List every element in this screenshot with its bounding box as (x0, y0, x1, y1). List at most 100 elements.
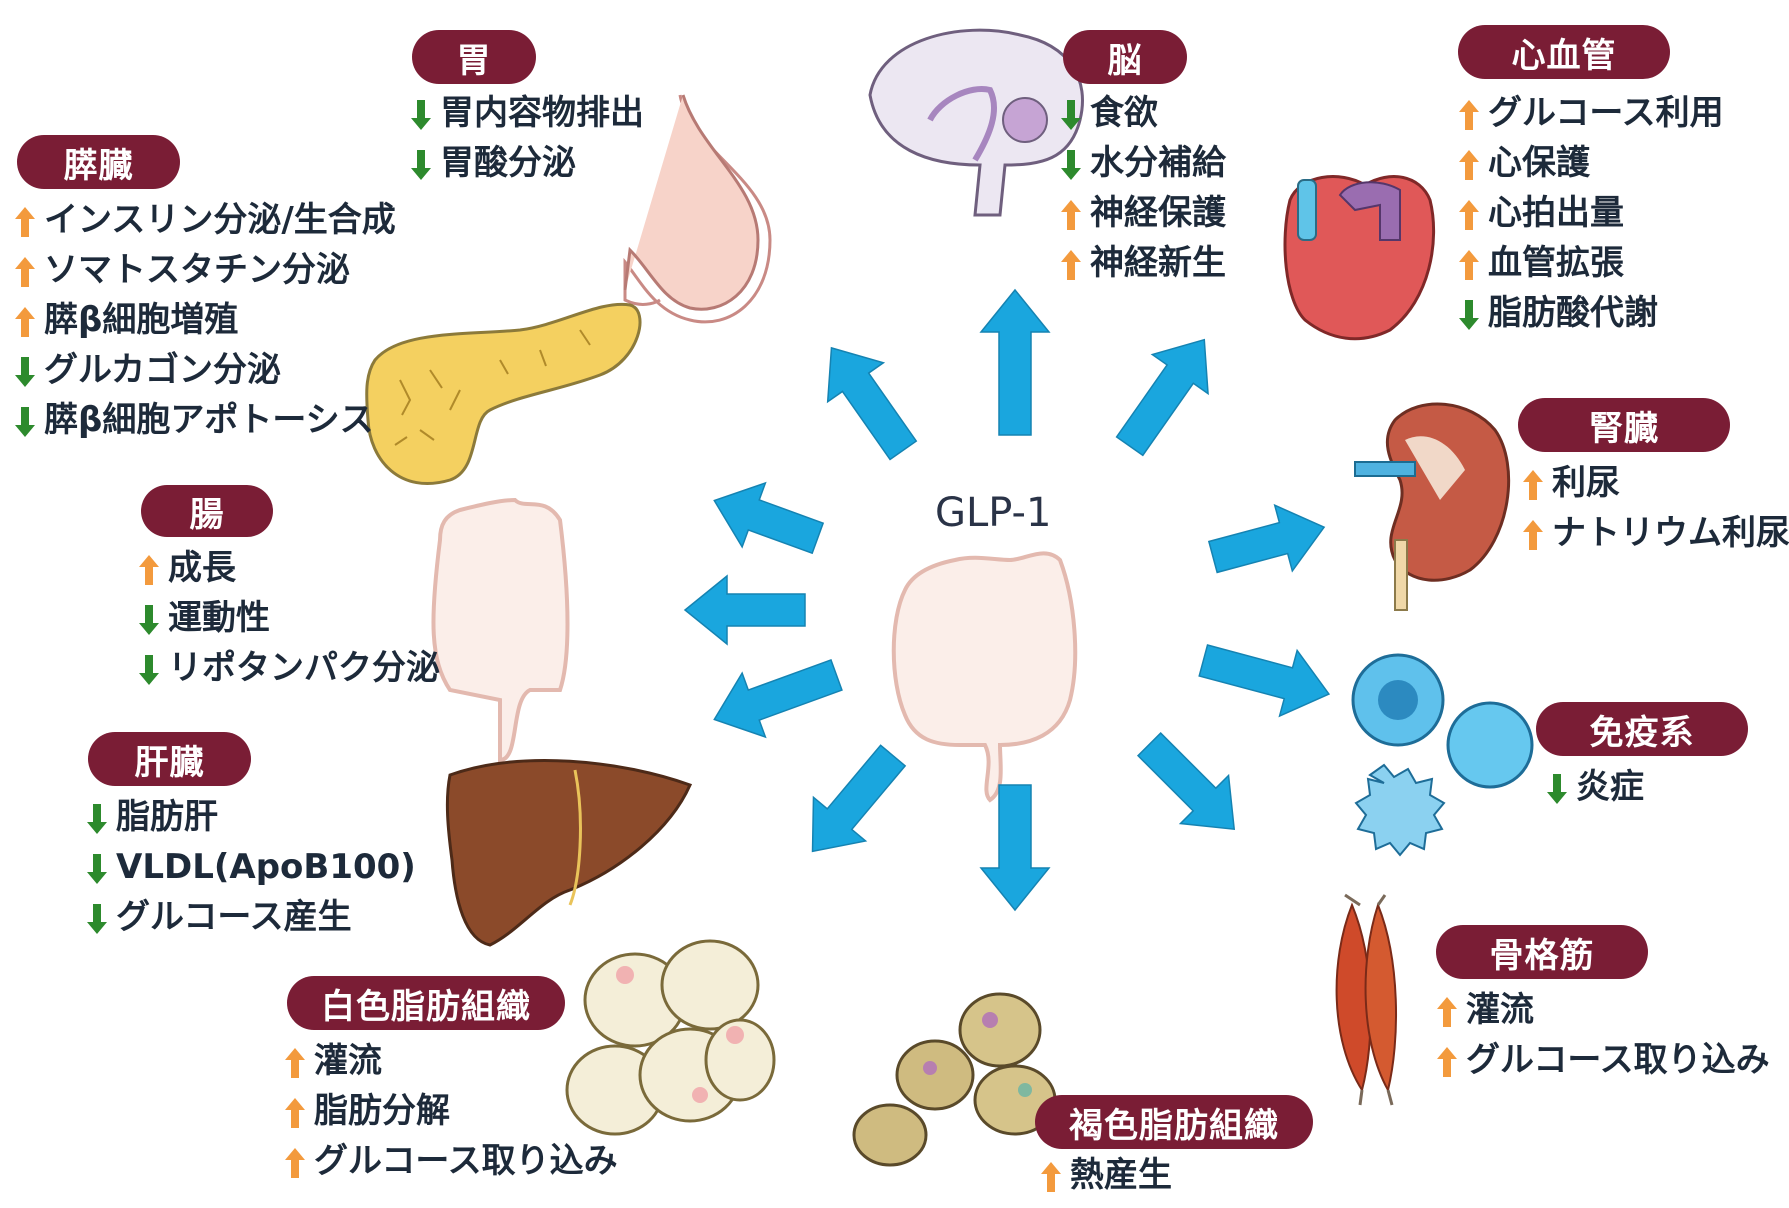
list-item: 熱産生 (1040, 1150, 1172, 1200)
list-immune: 炎症 (1546, 762, 1644, 812)
radial-arrow (685, 576, 805, 644)
list-item: 膵β細胞増殖 (14, 295, 396, 345)
list-brain: 食欲 水分補給 神経保護 神経新生 (1060, 88, 1226, 288)
item-text: グルカゴン分泌 (44, 345, 281, 395)
increase-arrow-icon (1458, 146, 1480, 180)
decrease-arrow-icon (14, 403, 36, 437)
list-item: 灌流 (1436, 985, 1770, 1035)
item-text: 脂肪酸代謝 (1488, 288, 1658, 338)
radial-arrow (786, 734, 918, 873)
badge-brain: 脳 (1063, 30, 1187, 84)
list-item: 利尿 (1522, 458, 1789, 508)
list-skeletal-muscle: 灌流 グルコース取り込み (1436, 985, 1770, 1085)
list-liver: 脂肪肝 VLDL(ApoB100) グルコース産生 (86, 792, 416, 942)
list-item: 脂肪分解 (284, 1086, 618, 1136)
list-item: 血管拡張 (1458, 238, 1724, 288)
list-item: 心保護 (1458, 138, 1724, 188)
increase-arrow-icon (284, 1144, 306, 1178)
radial-arrow (804, 328, 931, 469)
list-item: 胃酸分泌 (410, 138, 644, 188)
item-text: 運動性 (168, 593, 270, 643)
list-item: グルコース産生 (86, 892, 416, 942)
list-white-fat: 灌流 脂肪分解 グルコース取り込み (284, 1036, 618, 1186)
badge-kidney: 腎臓 (1518, 398, 1730, 452)
item-text: リポタンパク分泌 (168, 643, 440, 693)
item-text: 胃酸分泌 (440, 138, 576, 188)
list-item: 胃内容物排出 (410, 88, 644, 138)
badge-white-fat: 白色脂肪組織 (287, 976, 565, 1030)
radial-arrow (1125, 720, 1258, 853)
decrease-arrow-icon (1060, 96, 1082, 130)
decrease-arrow-icon (1458, 296, 1480, 330)
item-text: VLDL(ApoB100) (116, 842, 416, 892)
item-text: 炎症 (1576, 762, 1644, 812)
item-text: 血管拡張 (1488, 238, 1624, 288)
item-text: グルコース産生 (116, 892, 352, 942)
item-text: 利尿 (1552, 458, 1620, 508)
list-stomach: 胃内容物排出 胃酸分泌 (410, 88, 644, 188)
item-text: グルコース取り込み (314, 1136, 618, 1186)
list-item: インスリン分泌/生合成 (14, 195, 396, 245)
list-item: ソマトスタチン分泌 (14, 245, 396, 295)
list-item: グルコース取り込み (1436, 1035, 1770, 1085)
list-item: 脂肪肝 (86, 792, 416, 842)
list-cardiovascular: グルコース利用 心保護 心拍出量 血管拡張 脂肪酸代謝 (1458, 88, 1724, 338)
list-item: 食欲 (1060, 88, 1226, 138)
increase-arrow-icon (1436, 1043, 1458, 1077)
list-item: 灌流 (284, 1036, 618, 1086)
increase-arrow-icon (284, 1044, 306, 1078)
item-text: 成長 (168, 543, 236, 593)
item-text: グルコース利用 (1488, 88, 1724, 138)
increase-arrow-icon (14, 203, 36, 237)
badge-intestine: 腸 (141, 485, 273, 537)
list-item: リポタンパク分泌 (138, 643, 440, 693)
increase-arrow-icon (1522, 516, 1544, 550)
badge-immune: 免疫系 (1536, 702, 1748, 756)
decrease-arrow-icon (410, 146, 432, 180)
decrease-arrow-icon (410, 96, 432, 130)
list-item: グルコース取り込み (284, 1136, 618, 1186)
decrease-arrow-icon (1060, 146, 1082, 180)
increase-arrow-icon (1040, 1158, 1062, 1192)
center-label: GLP-1 (935, 490, 1051, 536)
increase-arrow-icon (1522, 466, 1544, 500)
item-text: 灌流 (314, 1036, 382, 1086)
list-item: 水分補給 (1060, 138, 1226, 188)
decrease-arrow-icon (138, 601, 160, 635)
item-text: 神経保護 (1090, 188, 1226, 238)
increase-arrow-icon (1060, 196, 1082, 230)
decrease-arrow-icon (1546, 770, 1568, 804)
item-text: ソマトスタチン分泌 (44, 245, 350, 295)
radial-arrow (703, 469, 830, 571)
list-item: 膵β細胞アポトーシス (14, 395, 396, 445)
increase-arrow-icon (1458, 196, 1480, 230)
list-item: 炎症 (1546, 762, 1644, 812)
list-pancreas: インスリン分泌/生合成 ソマトスタチン分泌 膵β細胞増殖 グルカゴン分泌 膵β細… (14, 195, 396, 445)
list-item: 成長 (138, 543, 440, 593)
radial-arrow (1195, 628, 1338, 727)
radial-arrow (1204, 494, 1333, 589)
item-text: インスリン分泌/生合成 (44, 195, 396, 245)
decrease-arrow-icon (138, 651, 160, 685)
list-item: 心拍出量 (1458, 188, 1724, 238)
item-text: 膵β細胞増殖 (44, 295, 238, 345)
badge-skeletal-muscle: 骨格筋 (1436, 925, 1648, 979)
list-item: グルカゴン分泌 (14, 345, 396, 395)
list-item: VLDL(ApoB100) (86, 842, 416, 892)
item-text: 食欲 (1090, 88, 1158, 138)
list-intestine: 成長 運動性 リポタンパク分泌 (138, 543, 440, 693)
item-text: 熱産生 (1070, 1150, 1172, 1200)
item-text: 水分補給 (1090, 138, 1226, 188)
item-text: グルコース取り込み (1466, 1035, 1770, 1085)
decrease-arrow-icon (86, 900, 108, 934)
badge-brown-fat: 褐色脂肪組織 (1035, 1095, 1313, 1149)
decrease-arrow-icon (14, 353, 36, 387)
radial-arrow (703, 643, 848, 751)
badge-pancreas: 膵臓 (17, 135, 180, 189)
decrease-arrow-icon (86, 850, 108, 884)
increase-arrow-icon (1060, 246, 1082, 280)
list-brown-fat: 熱産生 (1040, 1150, 1172, 1200)
increase-arrow-icon (138, 551, 160, 585)
item-text: 灌流 (1466, 985, 1534, 1035)
